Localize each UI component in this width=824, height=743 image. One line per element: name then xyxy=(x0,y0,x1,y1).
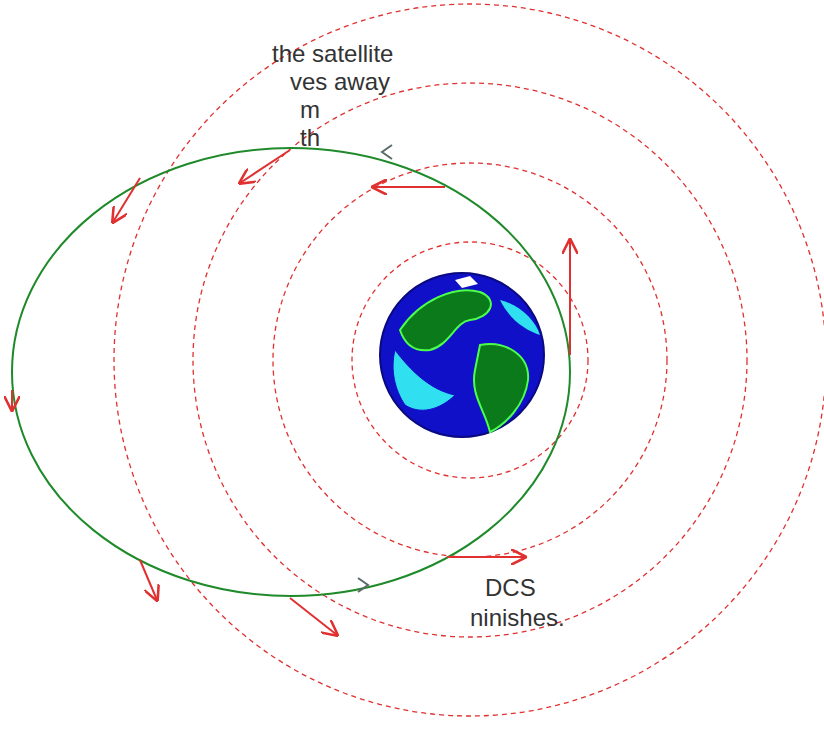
earth xyxy=(380,273,544,437)
note-text: ves away xyxy=(290,68,390,96)
note-text: the satellite xyxy=(272,40,393,68)
note-text: m xyxy=(300,96,320,124)
dashed-circles xyxy=(114,4,824,716)
velocity-arrows xyxy=(12,150,570,635)
note-text: DCS xyxy=(485,574,536,602)
note-text: ninishes. xyxy=(470,604,565,632)
elliptical-orbit xyxy=(12,148,570,596)
note-text: th xyxy=(300,124,320,152)
